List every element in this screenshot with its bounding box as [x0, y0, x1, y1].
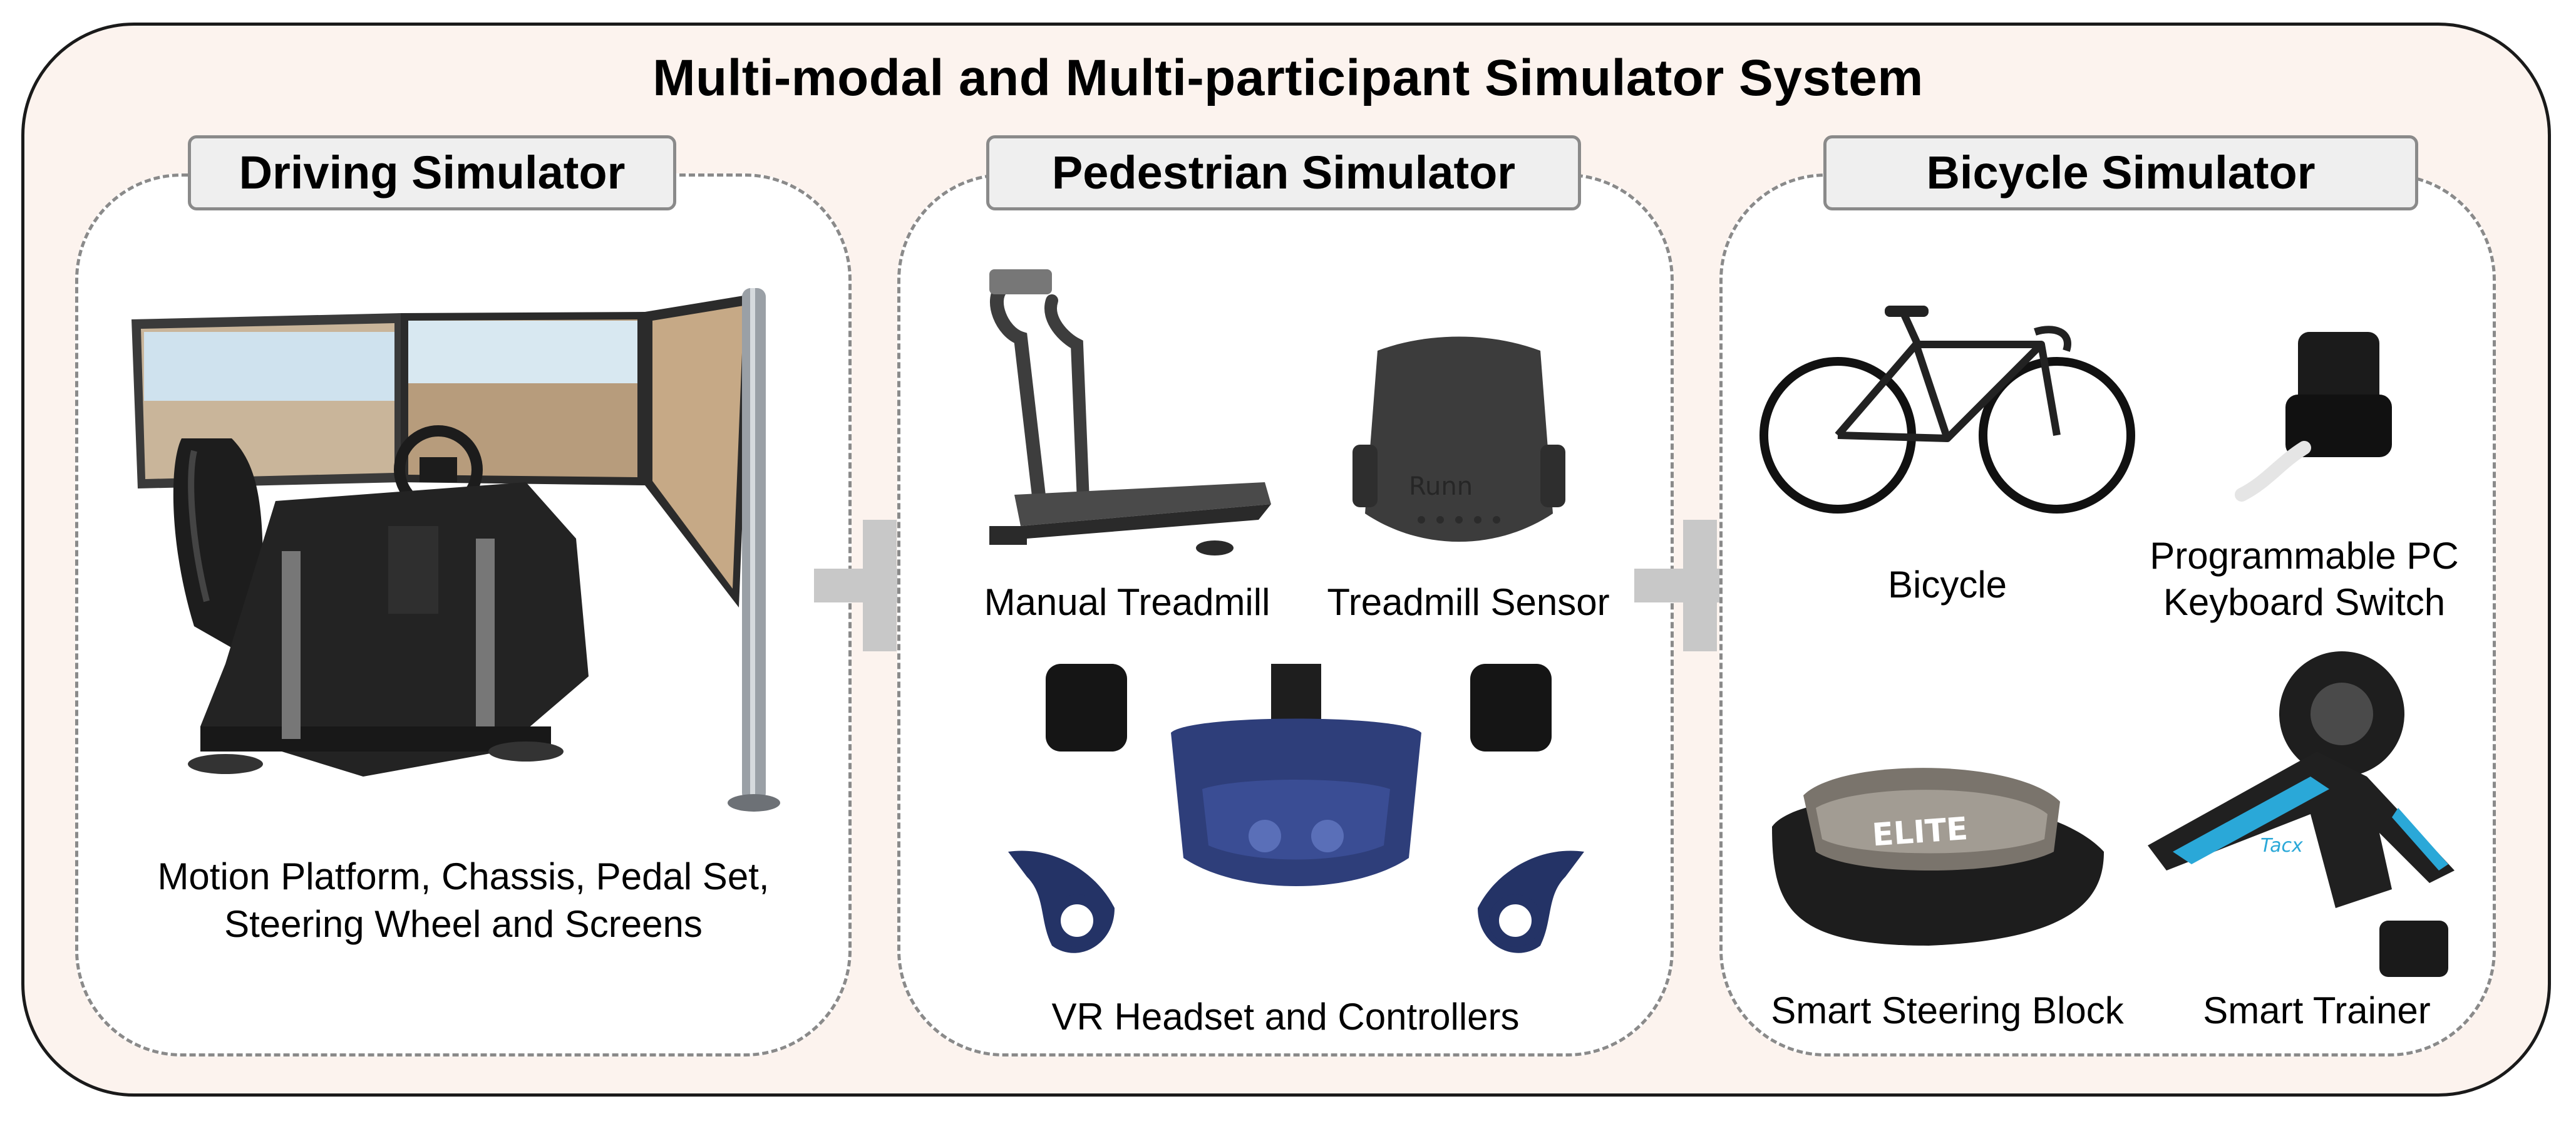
treadmill-sensor-label: Treadmill Sensor [1327, 581, 1610, 623]
trainer-brand-text: Tacx [2260, 835, 2303, 857]
driving-simulator-title: Driving Simulator [188, 135, 676, 210]
vr-headset-label: VR Headset and Controllers [1051, 996, 1520, 1038]
treadmill-sensor-image: Runn [1352, 336, 1565, 542]
steering-block-brand-text: ELITE [1871, 810, 1969, 854]
driving-rig-label-line2: Steering Wheel and Screens [224, 903, 703, 945]
plus-icon [814, 520, 945, 651]
driving-rig-label-line1: Motion Platform, Chassis, Pedal Set, [157, 855, 770, 897]
bicycle-label: Bicycle [1887, 564, 2007, 606]
smart-steering-block-image: ELITE [1772, 768, 2104, 946]
keyboard-switch-image [2235, 332, 2392, 502]
bicycle-simulator-title: Bicycle Simulator [1823, 135, 2418, 210]
sensor-brand-text: Runn [1409, 472, 1473, 501]
manual-treadmill-label: Manual Treadmill [984, 581, 1270, 623]
manual-treadmill-image [989, 269, 1271, 555]
smart-trainer-label: Smart Trainer [2203, 989, 2431, 1031]
pedestrian-simulator-title: Pedestrian Simulator [986, 135, 1581, 210]
bicycle-image [1759, 306, 2135, 514]
smart-steering-block-label: Smart Steering Block [1771, 989, 2124, 1031]
driving-rig-image [131, 288, 780, 812]
smart-trainer-image: Tacx [2148, 651, 2455, 977]
keyboard-switch-label-line1: Programmable PC [2150, 535, 2459, 577]
page-title: Multi-modal and Multi-participant Simula… [652, 49, 1924, 106]
vr-headset-and-controllers-image [1008, 664, 1584, 953]
keyboard-switch-label-line2: Keyboard Switch [2163, 581, 2446, 623]
